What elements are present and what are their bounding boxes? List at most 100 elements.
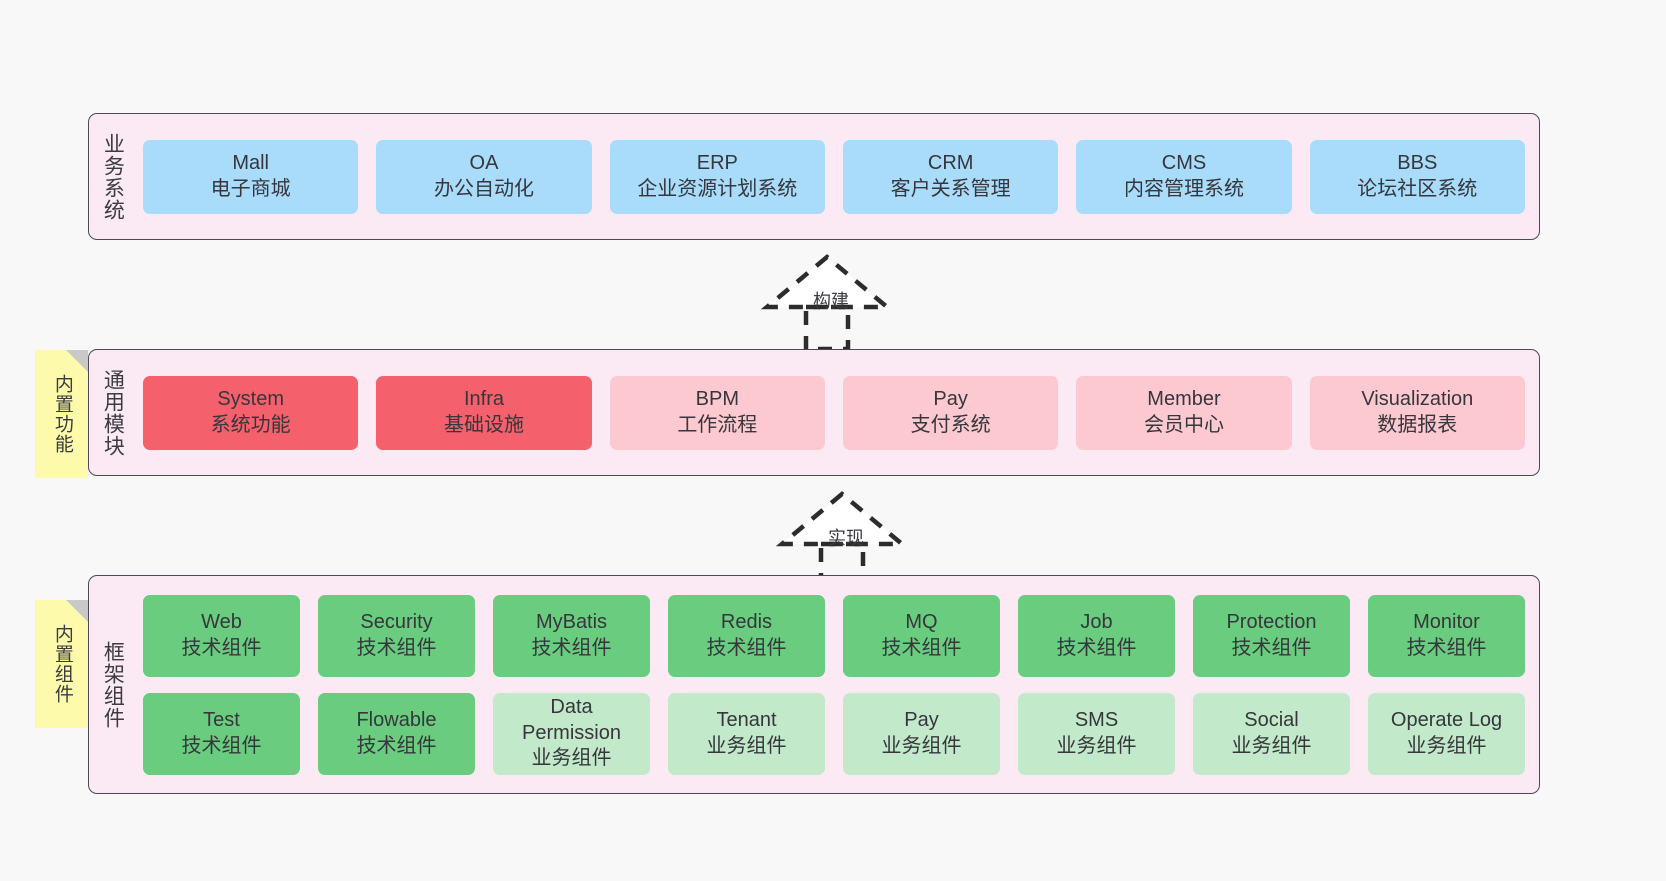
node-subtitle: 数据报表 bbox=[1377, 413, 1458, 436]
node-title: Mall bbox=[232, 151, 269, 174]
node-title: Redis bbox=[720, 610, 773, 633]
node-subtitle: 系统功能 bbox=[210, 413, 291, 436]
node-subtitle: 企业资源计划系统 bbox=[637, 177, 798, 200]
node-subtitle: 会员中心 bbox=[1143, 413, 1224, 436]
node-bpm[interactable]: BPM 工作流程 bbox=[609, 375, 825, 450]
node-social[interactable]: Social 业务组件 bbox=[1193, 692, 1350, 775]
layer-body-framework: Web 技术组件 Security 技术组件 MyBatis 技术组件 Redi… bbox=[135, 576, 1539, 793]
node-subtitle: 业务组件 bbox=[531, 747, 612, 770]
note-builtin-components: 内置组件 bbox=[35, 600, 88, 728]
node-subtitle: 技术组件 bbox=[531, 636, 612, 659]
node-mall[interactable]: Mall 电子商城 bbox=[143, 139, 359, 214]
node-infra[interactable]: Infra 基础设施 bbox=[376, 375, 592, 450]
node-title: Visualization bbox=[1361, 387, 1474, 410]
node-title: Protection bbox=[1226, 610, 1317, 633]
node-title: SMS bbox=[1074, 708, 1119, 731]
node-title: BBS bbox=[1397, 151, 1438, 174]
node-subtitle: 业务组件 bbox=[881, 734, 962, 757]
node-subtitle: 技术组件 bbox=[706, 636, 787, 659]
node-mybatis[interactable]: MyBatis 技术组件 bbox=[493, 594, 650, 677]
node-subtitle: 技术组件 bbox=[1231, 636, 1312, 659]
node-tenant[interactable]: Tenant 业务组件 bbox=[668, 692, 825, 775]
node-title: ERP bbox=[696, 151, 738, 174]
node-subtitle: 论坛社区系统 bbox=[1357, 177, 1478, 200]
node-title: CRM bbox=[927, 151, 974, 174]
node-subtitle: 技术组件 bbox=[181, 734, 262, 757]
node-subtitle: 电子商城 bbox=[210, 177, 291, 200]
layer-title-business: 业务系统 bbox=[101, 132, 125, 221]
node-subtitle: 业务组件 bbox=[706, 734, 787, 757]
node-flowable[interactable]: Flowable 技术组件 bbox=[318, 692, 475, 775]
node-title: Operate Log bbox=[1390, 708, 1503, 731]
node-title: Data Permission bbox=[522, 696, 621, 744]
node-title: Flowable bbox=[356, 708, 437, 731]
node-subtitle: 内容管理系统 bbox=[1123, 177, 1244, 200]
layer-common-module: 通用模块 System 系统功能 Infra 基础设施 BPM 工作流程 Pay… bbox=[88, 349, 1540, 476]
node-subtitle: 技术组件 bbox=[356, 734, 437, 757]
note-builtin-features: 内置功能 bbox=[35, 350, 88, 478]
node-pay-module[interactable]: Pay 支付系统 bbox=[842, 375, 1059, 450]
node-title: Web bbox=[201, 610, 242, 633]
note-builtin-components-label: 内置组件 bbox=[51, 624, 73, 704]
node-pay-component[interactable]: Pay 业务组件 bbox=[843, 692, 1000, 775]
node-visualization[interactable]: Visualization 数据报表 bbox=[1309, 375, 1525, 450]
node-job[interactable]: Job 技术组件 bbox=[1018, 594, 1175, 677]
layer-title-framework: 框架组件 bbox=[101, 640, 125, 729]
node-subtitle: 业务组件 bbox=[1406, 734, 1487, 757]
node-subtitle: 业务组件 bbox=[1231, 734, 1312, 757]
node-mq[interactable]: MQ 技术组件 bbox=[843, 594, 1000, 677]
node-subtitle: 技术组件 bbox=[356, 636, 437, 659]
node-monitor[interactable]: Monitor 技术组件 bbox=[1368, 594, 1525, 677]
node-oa[interactable]: OA 办公自动化 bbox=[376, 139, 592, 214]
note-fold-corner-icon bbox=[66, 350, 88, 372]
node-title: CMS bbox=[1161, 151, 1207, 174]
node-title: Job bbox=[1080, 610, 1113, 633]
node-subtitle: 业务组件 bbox=[1056, 734, 1137, 757]
node-subtitle: 客户关系管理 bbox=[890, 177, 1011, 200]
layer-row: Mall 电子商城 OA 办公自动化 ERP 企业资源计划系统 CRM 客户关系… bbox=[143, 139, 1525, 214]
node-title: Member bbox=[1147, 387, 1221, 410]
node-protection[interactable]: Protection 技术组件 bbox=[1193, 594, 1350, 677]
node-sms[interactable]: SMS 业务组件 bbox=[1018, 692, 1175, 775]
node-title: Pay bbox=[933, 387, 968, 410]
node-system[interactable]: System 系统功能 bbox=[143, 375, 359, 450]
node-title: Monitor bbox=[1413, 610, 1480, 633]
node-title: BPM bbox=[695, 387, 739, 410]
note-builtin-features-label: 内置功能 bbox=[51, 374, 73, 454]
node-test[interactable]: Test 技术组件 bbox=[143, 692, 300, 775]
layer-row: Test 技术组件 Flowable 技术组件 Data Permission … bbox=[143, 692, 1525, 775]
layer-framework-component: 框架组件 Web 技术组件 Security 技术组件 MyBatis 技术组件… bbox=[88, 575, 1540, 794]
arrow-build: 构建 bbox=[745, 245, 945, 352]
node-subtitle: 技术组件 bbox=[1056, 636, 1137, 659]
node-title: Tenant bbox=[716, 708, 777, 731]
node-data-permission[interactable]: Data Permission 业务组件 bbox=[493, 692, 650, 775]
layer-business-system: 业务系统 Mall 电子商城 OA 办公自动化 ERP 企业资源计划系统 CRM… bbox=[88, 113, 1540, 240]
node-title: Security bbox=[360, 610, 433, 633]
layer-body-common: System 系统功能 Infra 基础设施 BPM 工作流程 Pay 支付系统… bbox=[135, 350, 1539, 475]
node-title: Social bbox=[1244, 708, 1299, 731]
layer-title-common: 通用模块 bbox=[101, 368, 125, 457]
node-subtitle: 办公自动化 bbox=[433, 177, 534, 200]
arrow-implement-label: 实现 bbox=[828, 528, 864, 548]
node-member[interactable]: Member 会员中心 bbox=[1076, 375, 1292, 450]
layer-row: System 系统功能 Infra 基础设施 BPM 工作流程 Pay 支付系统… bbox=[143, 375, 1525, 450]
node-title: MyBatis bbox=[535, 610, 608, 633]
node-title: MQ bbox=[905, 610, 938, 633]
node-subtitle: 技术组件 bbox=[1406, 636, 1487, 659]
node-cms[interactable]: CMS 内容管理系统 bbox=[1076, 139, 1292, 214]
node-bbs[interactable]: BBS 论坛社区系统 bbox=[1309, 139, 1525, 214]
node-crm[interactable]: CRM 客户关系管理 bbox=[842, 139, 1059, 214]
node-redis[interactable]: Redis 技术组件 bbox=[668, 594, 825, 677]
node-subtitle: 基础设施 bbox=[443, 413, 524, 436]
node-subtitle: 支付系统 bbox=[910, 413, 991, 436]
node-security[interactable]: Security 技术组件 bbox=[318, 594, 475, 677]
node-operate-log[interactable]: Operate Log 业务组件 bbox=[1368, 692, 1525, 775]
layer-row: Web 技术组件 Security 技术组件 MyBatis 技术组件 Redi… bbox=[143, 594, 1525, 677]
node-subtitle: 工作流程 bbox=[677, 413, 758, 436]
node-title: Pay bbox=[904, 708, 939, 731]
node-title: System bbox=[217, 387, 284, 410]
node-erp[interactable]: ERP 企业资源计划系统 bbox=[609, 139, 825, 214]
node-web[interactable]: Web 技术组件 bbox=[143, 594, 300, 677]
node-title: Test bbox=[203, 708, 240, 731]
